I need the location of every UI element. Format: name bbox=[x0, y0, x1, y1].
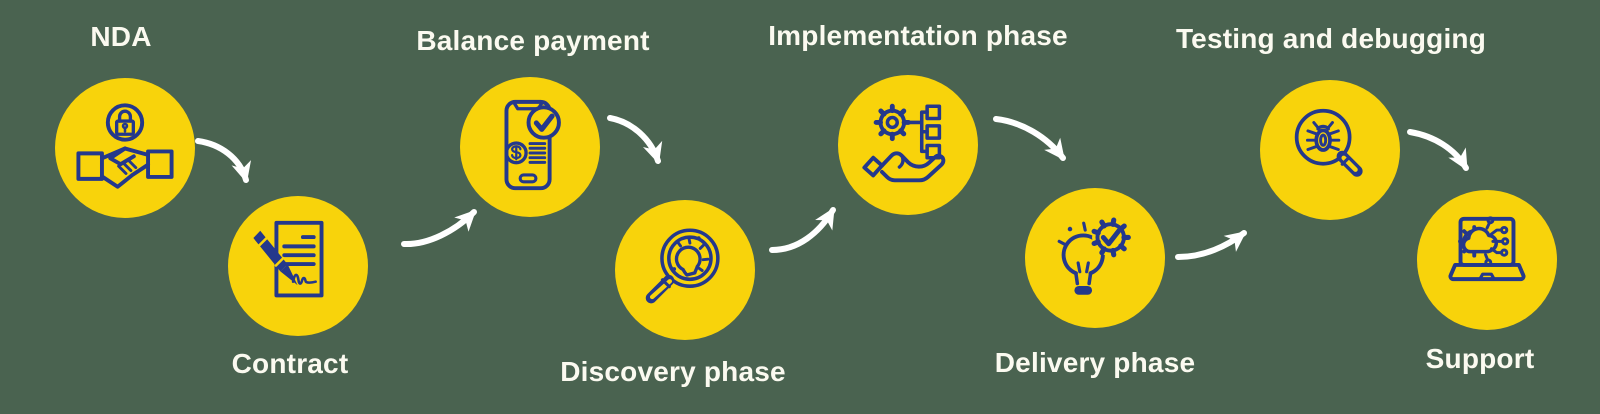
lightbulb-gear-check-icon bbox=[1057, 217, 1131, 295]
arrow-implementation-to-delivery bbox=[993, 116, 1066, 161]
magnifier-bug-icon bbox=[1294, 108, 1363, 177]
hand-gear-flowchart-icon bbox=[862, 103, 946, 183]
arrow-delivery-to-testing bbox=[1175, 230, 1247, 260]
step-label-contract: Contract bbox=[231, 348, 349, 379]
step-circle-discovery-phase bbox=[615, 200, 755, 340]
arrow-balance-to-discovery bbox=[607, 115, 663, 165]
phone-payment-check-icon bbox=[504, 99, 561, 191]
step-label-testing-debugging: Testing and debugging bbox=[1175, 23, 1487, 54]
step-circle-delivery-phase bbox=[1025, 188, 1165, 328]
arrow-nda-to-contract bbox=[195, 138, 252, 184]
step-label-implementation-phase: Implementation phase bbox=[768, 20, 1068, 51]
magnifier-lightbulb-icon bbox=[645, 228, 720, 304]
step-label-discovery-phase: Discovery phase bbox=[560, 356, 786, 387]
step-circle-contract bbox=[228, 196, 368, 336]
handshake-lock-icon bbox=[76, 103, 174, 189]
step-circle-implementation-phase bbox=[838, 75, 978, 215]
step-label-delivery-phase: Delivery phase bbox=[994, 347, 1196, 378]
signed-document-pen-icon bbox=[253, 220, 324, 298]
step-circle-support bbox=[1417, 190, 1557, 330]
arrow-testing-to-support bbox=[1407, 129, 1469, 171]
step-circle-nda bbox=[55, 78, 195, 218]
step-label-balance-payment: Balance payment bbox=[416, 25, 650, 56]
step-circle-balance-payment bbox=[460, 77, 600, 217]
step-circle-testing-debugging bbox=[1260, 80, 1400, 220]
arrow-discovery-to-implementation bbox=[769, 207, 836, 253]
step-label-nda: NDA bbox=[90, 21, 152, 52]
arrow-contract-to-balance bbox=[401, 209, 477, 248]
step-label-support: Support bbox=[1425, 343, 1535, 374]
laptop-cloud-gear-icon bbox=[1448, 216, 1526, 282]
